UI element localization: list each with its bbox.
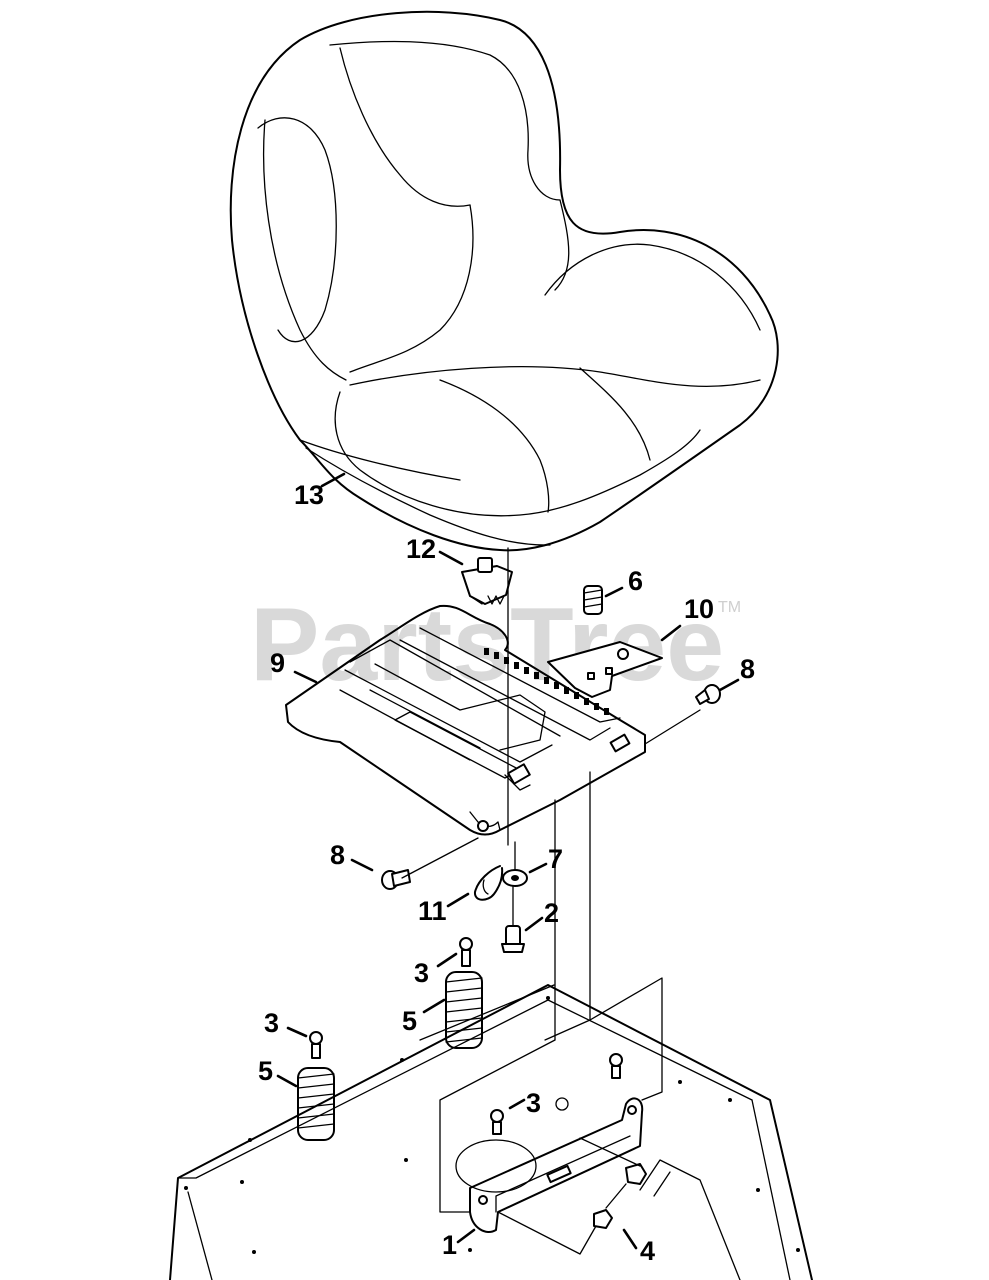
callout-8-left: 8 <box>330 840 345 870</box>
nut-4-right-part <box>625 1163 647 1185</box>
washer-7-part <box>502 869 528 887</box>
seat-pan-adjustment-holes <box>484 648 609 715</box>
callout-13: 13 <box>294 480 324 510</box>
callout-9: 9 <box>270 648 285 678</box>
screw-3-left-part <box>309 1031 323 1059</box>
screw-3-upper-part <box>459 937 473 967</box>
nut-4-left-part <box>593 1209 613 1229</box>
callout-6: 6 <box>628 566 643 596</box>
callout-7: 7 <box>548 844 563 874</box>
screw-3-lower-part <box>490 1109 504 1135</box>
partstree-watermark: PartsTree TM <box>250 587 741 703</box>
callout-3-lower: 3 <box>526 1088 541 1118</box>
callout-3-upper: 3 <box>414 958 429 988</box>
bolt-8-left-part <box>381 869 411 890</box>
svg-text:PartsTree: PartsTree <box>250 587 724 703</box>
spring-5-lower-part <box>297 1067 335 1141</box>
hairpin-clip-11-part <box>474 865 504 901</box>
callout-5-upper: 5 <box>402 1006 417 1036</box>
bracket-10-part <box>547 641 663 698</box>
mower-frame-part <box>169 984 813 1280</box>
seat-switch-part <box>461 557 513 605</box>
callout-10: 10 <box>684 594 714 624</box>
callout-11: 11 <box>418 896 447 926</box>
callout-12: 12 <box>406 534 436 564</box>
callout-4: 4 <box>640 1236 655 1266</box>
bolt-8-right-part <box>695 684 721 705</box>
screw-bracket-top-part <box>609 1053 623 1079</box>
callout-labels: 13 12 6 10 8 9 8 7 11 2 3 5 3 5 3 1 4 <box>258 480 755 1266</box>
callout-8-right: 8 <box>740 654 755 684</box>
alignment-lines <box>401 547 701 1255</box>
spring-5-upper-part <box>445 971 483 1049</box>
callout-3-left: 3 <box>264 1008 279 1038</box>
bolt-2-part <box>501 925 525 953</box>
callout-2: 2 <box>544 898 559 928</box>
callout-leaders <box>276 472 740 1250</box>
seat-pan-part <box>285 604 646 836</box>
callout-1: 1 <box>442 1230 457 1260</box>
seat-part <box>229 10 779 552</box>
spring-6-part <box>583 585 603 615</box>
svg-text:TM: TM <box>718 599 741 616</box>
callout-5-lower: 5 <box>258 1056 273 1086</box>
mount-bracket-1-part <box>469 1097 644 1233</box>
